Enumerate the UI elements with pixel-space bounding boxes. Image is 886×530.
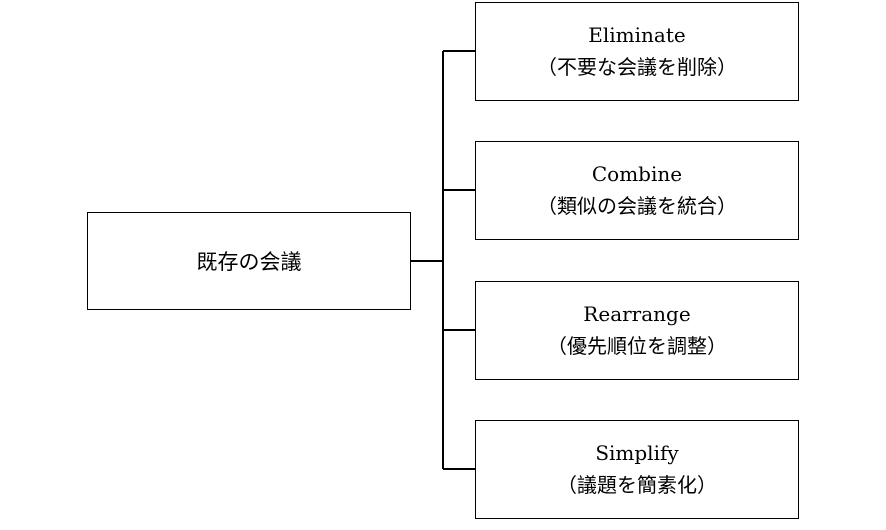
branch-combine: Combine （類似の会議を統合） [475,141,799,240]
branch-eliminate: Eliminate （不要な会議を削除） [475,2,799,101]
branch-subtitle: （類似の会議を統合） [537,193,737,218]
branch-rearrange: Rearrange （優先順位を調整） [475,281,799,380]
branch-subtitle: （議題を簡素化） [557,472,717,497]
branch-simplify: Simplify （議題を簡素化） [475,420,799,519]
branch-subtitle: （優先順位を調整） [547,333,727,358]
branch-title: Rearrange [583,301,691,326]
root-label: 既存の会議 [196,250,302,274]
root-node: 既存の会議 [87,212,411,310]
branch-title: Combine [591,161,683,186]
branch-subtitle: （不要な会議を削除） [537,54,737,79]
branch-title: Simplify [595,440,679,465]
branch-title: Eliminate [588,22,686,47]
